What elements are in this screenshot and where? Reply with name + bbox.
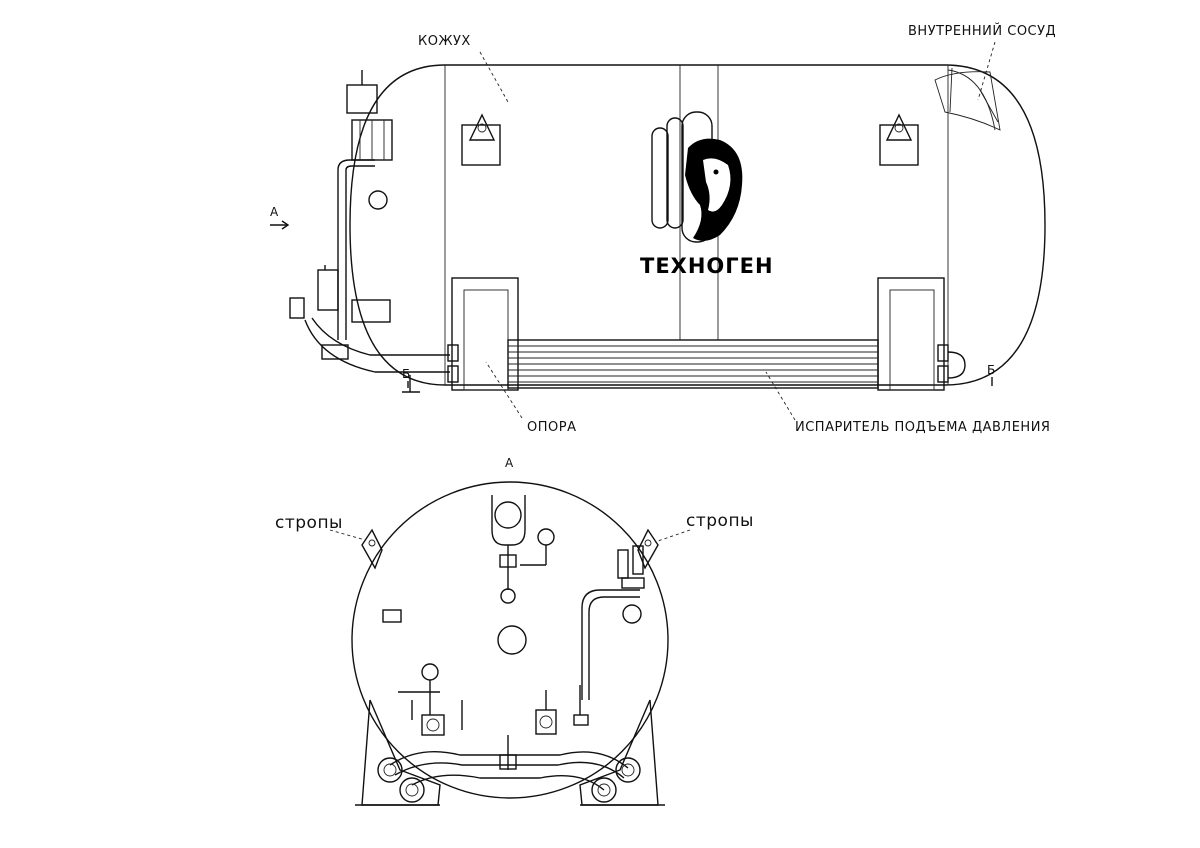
safety-valves [581, 545, 645, 700]
flange-bottom-right-2 [591, 777, 617, 803]
sling-lug-right [637, 528, 659, 570]
label-shell: КОЖУХ [418, 34, 471, 49]
tank-shell-outline [349, 64, 1046, 386]
label-inner-vessel: ВНУТРЕННИЙ СОСУД [908, 23, 1056, 39]
flange-bottom-left-1 [377, 757, 403, 783]
lifting-lug-right [879, 113, 919, 166]
inner-vessel-cutaway [934, 67, 1001, 131]
support-right [877, 277, 945, 391]
pressure-evaporator [447, 339, 966, 389]
label-sling-left: стропы [275, 513, 343, 533]
side-fitting-right [622, 604, 642, 624]
section-mark-right: Б [987, 363, 995, 377]
left-piping-assembly [289, 70, 450, 393]
label-support: ОПОРА [527, 420, 576, 435]
section-mark-left: Б [402, 367, 410, 381]
end-view-title: А [505, 456, 514, 470]
sling-lug-left [361, 528, 383, 570]
manhole-fitting [497, 625, 527, 655]
view-arrow-a [270, 220, 290, 230]
side-view: А Б Б ТЕХНОГЕН КОЖУХ ВНУТРЕННИЙ СОСУД ОП… [270, 23, 1056, 435]
bottom-piping [389, 750, 629, 791]
lifting-lug-left [461, 113, 501, 166]
tank-head-circle [351, 481, 669, 799]
top-gauge-assembly [491, 495, 555, 604]
brand-text: ТЕХНОГЕН [640, 254, 774, 278]
side-fitting-left [382, 609, 402, 623]
brand-logo [651, 111, 743, 243]
view-mark-a: А [270, 205, 279, 219]
flange-bottom-left-2 [399, 777, 425, 803]
label-evaporator: ИСПАРИТЕЛЬ ПОДЪЕМА ДАВЛЕНИЯ [795, 420, 1050, 435]
label-sling-right: стропы [686, 511, 754, 531]
flange-bottom-right-1 [615, 757, 641, 783]
end-view: А стропы стропы [275, 456, 754, 806]
lower-valve-cluster [398, 663, 589, 770]
